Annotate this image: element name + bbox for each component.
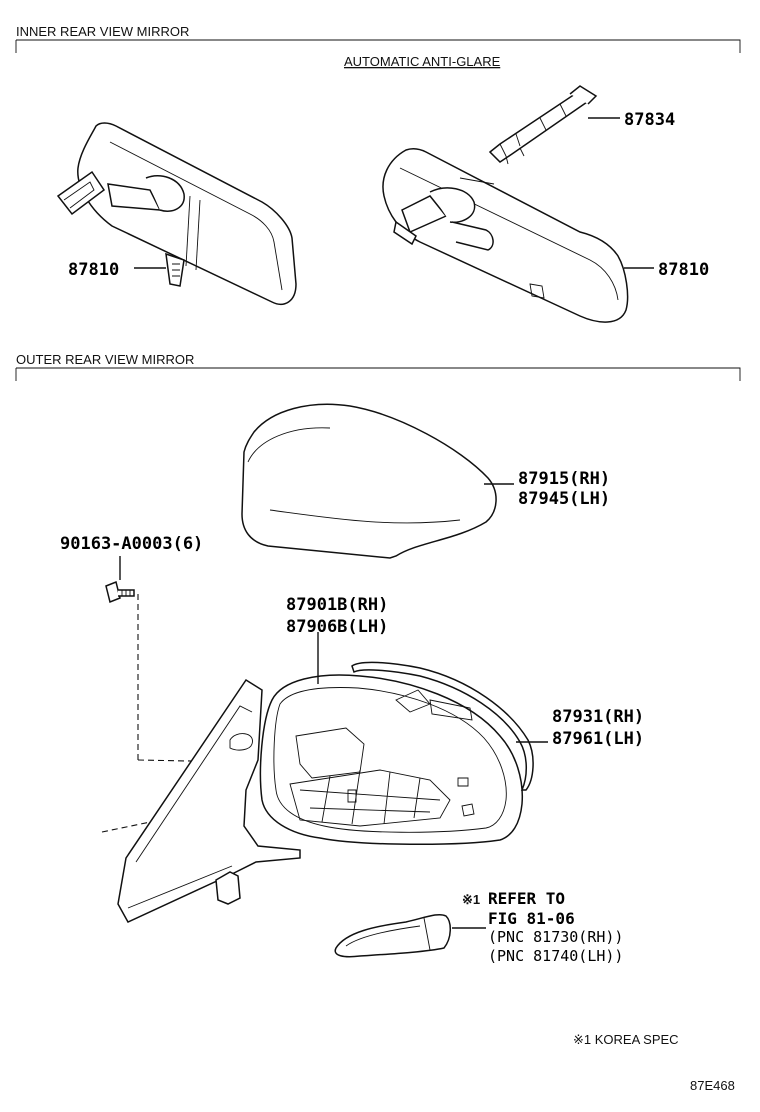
mirror-glass-illustration	[351, 661, 534, 791]
mirror-body-illustration	[117, 674, 524, 923]
screw-illustration	[105, 580, 135, 604]
subtitle-automatic-anti-glare: AUTOMATIC ANTI-GLARE	[344, 54, 501, 69]
refer-line-3: (PNC 81730(RH))	[488, 928, 623, 946]
inner-mirror-standard-illustration	[56, 122, 297, 305]
part-number-87906b-lh: 87906B(LH)	[286, 617, 388, 637]
inner-mirror-section: INNER REAR VIEW MIRROR AUTOMATIC ANTI-GL…	[15, 24, 741, 323]
section-bracket-inner	[15, 39, 741, 53]
section-title-outer: OUTER REAR VIEW MIRROR	[16, 352, 194, 367]
section-title-inner: INNER REAR VIEW MIRROR	[16, 24, 189, 39]
inner-mirror-auto-illustration	[382, 147, 629, 323]
part-number-90163: 90163-A0003(6)	[60, 534, 203, 554]
figure-id: 87E468	[690, 1078, 735, 1093]
part-number-87834: 87834	[624, 110, 675, 130]
footnote-korea-spec: ※1 KOREA SPEC	[573, 1032, 679, 1047]
side-turn-lamp-illustration	[334, 913, 451, 958]
refer-line-4: (PNC 81740(LH))	[488, 947, 623, 965]
refer-mark: ※1	[462, 892, 480, 907]
part-number-87945-lh: 87945(LH)	[518, 489, 610, 509]
part-number-87901b-rh: 87901B(RH)	[286, 595, 388, 615]
part-number-87961-lh: 87961(LH)	[552, 729, 644, 749]
part-number-87810-right: 87810	[658, 260, 709, 280]
refer-line-2: FIG 81-06	[488, 909, 575, 928]
refer-line-1: REFER TO	[488, 889, 565, 908]
outer-mirror-section: OUTER REAR VIEW MIRROR 87915(RH) 87945(L…	[15, 352, 741, 1093]
section-bracket-outer	[15, 367, 741, 381]
sensor-cover-87834-illustration	[488, 85, 598, 165]
mirror-cover-illustration	[241, 403, 497, 559]
part-number-87810-left: 87810	[68, 260, 119, 280]
part-number-87915-rh: 87915(RH)	[518, 469, 610, 489]
part-number-87931-rh: 87931(RH)	[552, 707, 644, 727]
